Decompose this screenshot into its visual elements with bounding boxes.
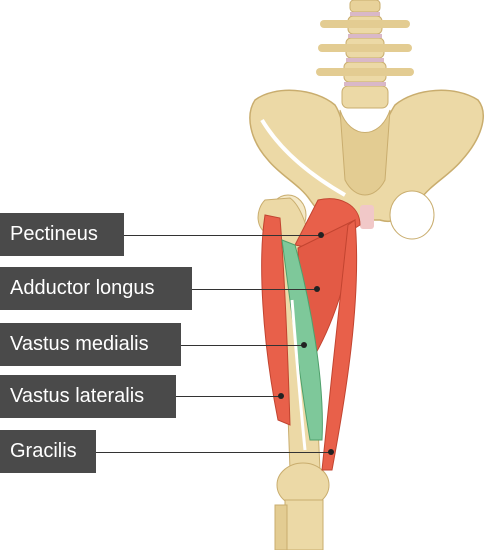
leader-line-adductor-longus — [192, 289, 316, 290]
label-gracilis: Gracilis — [0, 430, 96, 473]
label-pectineus: Pectineus — [0, 213, 124, 256]
lumbar-spine — [316, 0, 414, 109]
marker-adductor-longus — [314, 286, 320, 292]
label-adductor-longus: Adductor longus — [0, 267, 192, 310]
leader-line-vastus-lateralis — [176, 396, 280, 397]
leader-line-pectineus — [124, 235, 320, 236]
leader-line-gracilis — [96, 452, 330, 453]
label-vastus-lateralis: Vastus lateralis — [0, 375, 176, 418]
marker-gracilis — [328, 449, 334, 455]
thigh-muscles — [261, 198, 361, 471]
marker-vastus-medialis — [301, 342, 307, 348]
label-vastus-medialis: Vastus medialis — [0, 323, 181, 366]
leader-line-vastus-medialis — [181, 345, 303, 346]
marker-pectineus — [318, 232, 324, 238]
marker-vastus-lateralis — [278, 393, 284, 399]
